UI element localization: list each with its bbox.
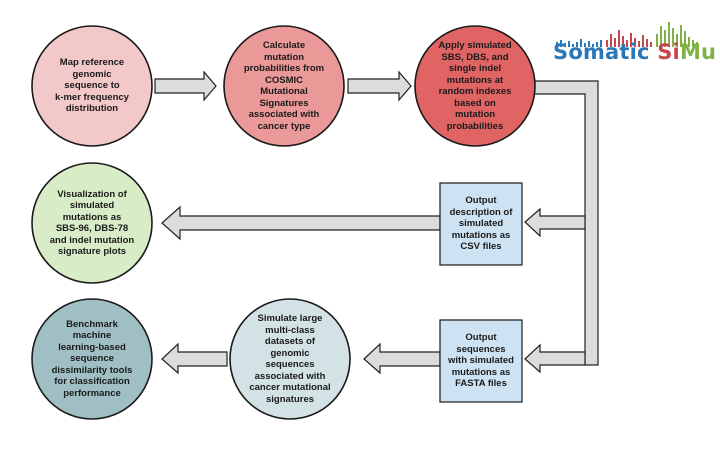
node-output-csv-shape [439,182,523,266]
node-output-fasta-shape [439,319,523,403]
arrow-to-output-fasta [524,343,586,374]
node-map-reference-shape [31,25,153,147]
arrow-to-output-csv [524,207,586,238]
arrow-csv-to-visualization [161,205,441,241]
node-apply-mutations-shape [414,25,536,147]
arrow-simulate-to-benchmark [161,342,228,375]
logo-bars [556,22,698,47]
somatic-simu-logo: Somatic SiMu [553,40,717,64]
node-calculate-probs-shape [223,25,345,147]
node-map-reference-label: Map reference genomic sequence to k-mer … [55,57,129,115]
node-calculate-probs-label: Calculate mutation probabilities from CO… [243,40,325,132]
node-output-csv-label: Output description of simulated mutation… [449,195,513,253]
node-apply-mutations-label: Apply simulated SBS, DBS, and single ind… [438,40,512,132]
node-benchmark-label: Benchmark machine learning-based sequenc… [51,318,133,399]
node-simulate-datasets-label: Simulate large multi-class datasets of g… [249,313,331,405]
node-simulate-datasets-shape [229,298,351,420]
arrow-calculate-to-apply [347,70,412,102]
node-visualization-shape [31,162,153,284]
node-visualization-label: Visualization of simulated mutations as … [49,188,135,258]
node-benchmark-shape [31,298,153,420]
node-output-fasta-label: Output sequences with simulated mutation… [448,332,514,390]
arrow-map-to-calculate [154,70,217,102]
arrow-fasta-to-simulate [363,342,441,375]
